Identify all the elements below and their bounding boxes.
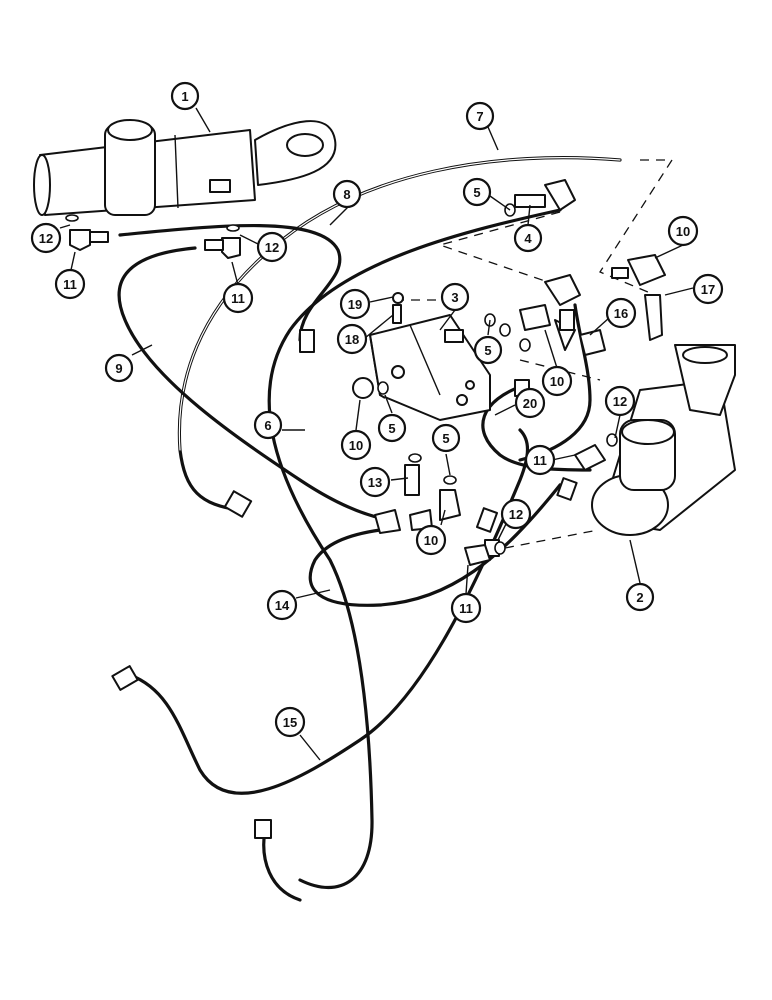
leader-lines: [59, 107, 694, 761]
svg-text:11: 11: [231, 291, 245, 306]
callout-10a: 10: [667, 215, 699, 247]
svg-text:12: 12: [613, 394, 627, 409]
callout-10d: 10: [415, 524, 447, 556]
callout-6: 6: [253, 410, 283, 440]
svg-text:5: 5: [473, 185, 480, 200]
hose-20: [481, 383, 592, 472]
callout-12a: 12: [30, 222, 62, 254]
svg-text:10: 10: [424, 533, 438, 548]
svg-text:19: 19: [348, 297, 362, 312]
callout-5b: 5: [473, 335, 503, 365]
hose-return: [262, 828, 302, 902]
callout-19: 19: [339, 288, 371, 320]
svg-text:11: 11: [63, 277, 77, 292]
callout-13: 13: [359, 466, 391, 498]
callout-11b: 11: [222, 282, 254, 314]
callout-15: 15: [274, 706, 306, 738]
callout-1: 1: [170, 81, 200, 111]
svg-text:10: 10: [676, 224, 690, 239]
svg-text:11: 11: [533, 453, 547, 468]
svg-text:16: 16: [614, 306, 628, 321]
svg-text:3: 3: [451, 290, 458, 305]
cylinder-2: [591, 344, 736, 536]
svg-text:7: 7: [476, 109, 483, 124]
svg-text:14: 14: [275, 598, 290, 613]
callout-7: 7: [465, 101, 495, 131]
callout-18: 18: [336, 323, 368, 355]
callout-10b: 10: [541, 365, 573, 397]
callout-9: 9: [104, 353, 134, 383]
svg-text:20: 20: [523, 396, 537, 411]
svg-text:5: 5: [442, 431, 449, 446]
hose-15: [128, 428, 530, 795]
svg-text:12: 12: [265, 240, 279, 255]
svg-text:13: 13: [368, 475, 382, 490]
svg-text:2: 2: [636, 590, 643, 605]
callout-5c: 5: [377, 413, 407, 443]
cylinder-1: [33, 119, 337, 216]
callout-8: 8: [332, 179, 362, 209]
hose-9: [117, 246, 392, 522]
callout-4: 4: [513, 223, 543, 253]
svg-text:10: 10: [349, 438, 363, 453]
callout-10c: 10: [340, 429, 372, 461]
callout-12b: 12: [256, 231, 288, 263]
callout-11a: 11: [54, 268, 86, 300]
svg-text:11: 11: [459, 601, 473, 616]
callout-5a: 5: [462, 177, 492, 207]
callout-20: 20: [514, 387, 546, 419]
callout-3: 3: [440, 282, 470, 312]
fittings: [69, 179, 666, 839]
callout-5d: 5: [431, 423, 461, 453]
svg-text:9: 9: [115, 361, 122, 376]
svg-text:12: 12: [39, 231, 53, 246]
svg-text:18: 18: [345, 332, 359, 347]
hoses: [117, 156, 622, 902]
svg-text:5: 5: [388, 421, 395, 436]
svg-text:1: 1: [181, 89, 188, 104]
callout-12d: 12: [500, 498, 532, 530]
svg-text:6: 6: [264, 418, 271, 433]
callout-17: 17: [692, 273, 724, 305]
callouts: 1 2 3 4 5 5 5 5 6 7 8 9 10 10 10 10 11 1…: [30, 81, 724, 738]
svg-text:17: 17: [701, 282, 715, 297]
callout-2: 2: [625, 582, 655, 612]
svg-text:15: 15: [283, 715, 297, 730]
svg-text:8: 8: [343, 187, 350, 202]
svg-text:5: 5: [484, 343, 491, 358]
o-rings: [65, 203, 618, 555]
callout-11d: 11: [450, 592, 482, 624]
svg-text:4: 4: [524, 231, 532, 246]
callout-11c: 11: [524, 444, 556, 476]
callout-14: 14: [266, 589, 298, 621]
callout-16: 16: [605, 297, 637, 329]
svg-text:12: 12: [509, 507, 523, 522]
callout-12c: 12: [604, 385, 636, 417]
svg-text:10: 10: [550, 374, 564, 389]
hose-6: [267, 208, 562, 890]
